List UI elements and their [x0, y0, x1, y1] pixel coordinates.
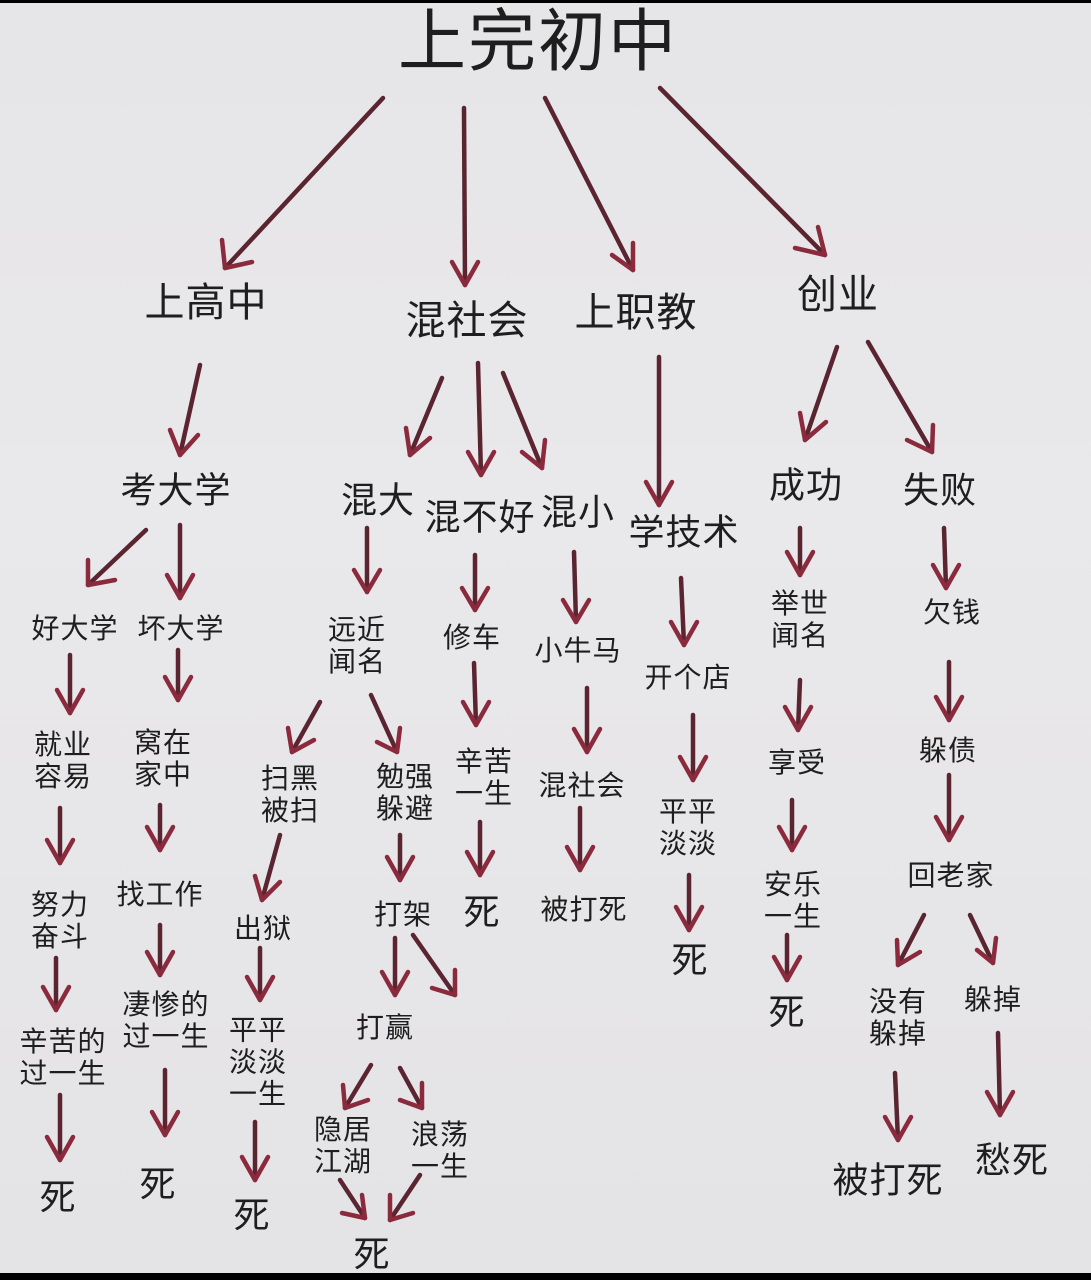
node-death-success: 死 [768, 992, 806, 1034]
arrow-icon [995, 1030, 1003, 1118]
arrow-icon [410, 932, 458, 998]
arrow-icon [657, 85, 828, 258]
node-plain: 平平 淡淡 [658, 794, 718, 860]
arrow-icon [85, 527, 149, 588]
node-comfort-life: 安乐 一生 [763, 867, 823, 933]
node-not-well: 混不好 [424, 497, 536, 539]
arrow-icon [678, 575, 687, 648]
node-world-famous: 举世 闻名 [770, 586, 830, 652]
arrow-icon [222, 95, 386, 271]
arrow-icon [795, 677, 803, 733]
arrow-icon [259, 832, 283, 903]
arrow-icon [461, 105, 468, 288]
arrow-icon [471, 660, 479, 728]
node-high-school: 上高中 [144, 280, 268, 326]
node-college-exam: 考大学 [120, 470, 232, 512]
node-death-shop: 死 [671, 940, 709, 982]
node-easy-job: 就业 容易 [33, 727, 93, 793]
node-small-time: 混小 [540, 492, 616, 534]
node-find-job: 找工作 [116, 877, 204, 911]
node-hide-debt: 躲债 [918, 733, 978, 767]
node-stay-home: 窝在 家中 [133, 725, 193, 791]
arrow-icon [895, 912, 927, 968]
node-wander-life: 浪荡 一生 [410, 1117, 470, 1183]
arrow-icon [571, 549, 579, 625]
node-not-escaped: 没有 躲掉 [868, 984, 928, 1050]
node-miserable-life: 凄惨的 过一生 [122, 987, 210, 1053]
arrow-icon [475, 360, 484, 478]
node-death-prison: 死 [233, 1195, 271, 1237]
arrow-icon [342, 1062, 374, 1111]
node-work-hard: 努力 奋斗 [30, 887, 90, 953]
node-fix-car: 修车 [442, 620, 502, 654]
arrow-icon [397, 1065, 425, 1111]
node-barely-escape: 勉强 躲避 [375, 759, 435, 825]
node-worry-to-death: 愁死 [974, 1140, 1050, 1182]
node-owe-money: 欠钱 [922, 595, 982, 629]
arrow-icon [892, 1070, 901, 1143]
node-death-bad-uni: 死 [139, 1164, 177, 1206]
node-fight: 打架 [373, 897, 433, 931]
arrow-icon [407, 375, 445, 458]
node-beaten-to-death-society: 被打死 [540, 892, 628, 926]
arrow-icon [177, 362, 203, 458]
node-bad-university: 坏大学 [137, 611, 225, 645]
arrow-icon [500, 370, 545, 471]
node-open-shop: 开个店 [644, 660, 732, 694]
arrow-icon [387, 1172, 423, 1223]
arrow-icon [865, 339, 935, 455]
node-enjoy: 享受 [767, 745, 827, 779]
node-startup: 创业 [797, 272, 879, 318]
node-failure: 失败 [902, 470, 978, 512]
node-learn-skill: 学技术 [628, 512, 740, 554]
arrow-icon [368, 692, 400, 755]
arrow-icon [289, 699, 323, 755]
node-hard-life: 辛苦 一生 [454, 744, 514, 810]
node-society: 混社会 [405, 298, 529, 344]
diagram-title: 上完初中 [397, 3, 679, 82]
node-retire-jianghu: 隐居 江湖 [313, 1112, 373, 1178]
arrow-icon [337, 1177, 368, 1221]
arrow-icon [941, 525, 949, 591]
arrow-icon [542, 95, 636, 273]
node-escaped: 躲掉 [963, 982, 1023, 1016]
arrowheads [40, 224, 1016, 1223]
arrow-icon [967, 912, 996, 966]
node-society-again: 混社会 [538, 768, 626, 802]
arrows-layer [40, 85, 1016, 1223]
node-crackdown: 扫黑 被扫 [260, 761, 320, 827]
node-prison-out: 出狱 [233, 911, 293, 945]
node-vocational: 上职教 [574, 290, 698, 336]
node-workhorse: 小牛马 [534, 633, 622, 667]
node-plain-life: 平平 淡淡 一生 [228, 1013, 288, 1112]
node-beaten-to-death-debt: 被打死 [832, 1160, 944, 1202]
node-death-good-uni: 死 [39, 1177, 77, 1219]
node-win-fight: 打赢 [355, 1010, 415, 1044]
node-death-fight: 死 [353, 1234, 391, 1273]
flowchart-canvas: 上完初中 上高中 混社会 上职教 创业 考大学 混大 混不好 混小 学技术 成功… [0, 3, 1091, 1273]
node-go-home: 回老家 [907, 858, 995, 892]
node-good-university: 好大学 [31, 611, 119, 645]
node-success: 成功 [768, 465, 844, 507]
node-bitter-life: 辛苦的 过一生 [19, 1024, 107, 1090]
node-famous-near: 远近 闻名 [327, 612, 387, 678]
arrow-icon [802, 344, 840, 443]
node-big-time: 混大 [340, 480, 416, 522]
node-death-fix-car: 死 [463, 892, 501, 934]
